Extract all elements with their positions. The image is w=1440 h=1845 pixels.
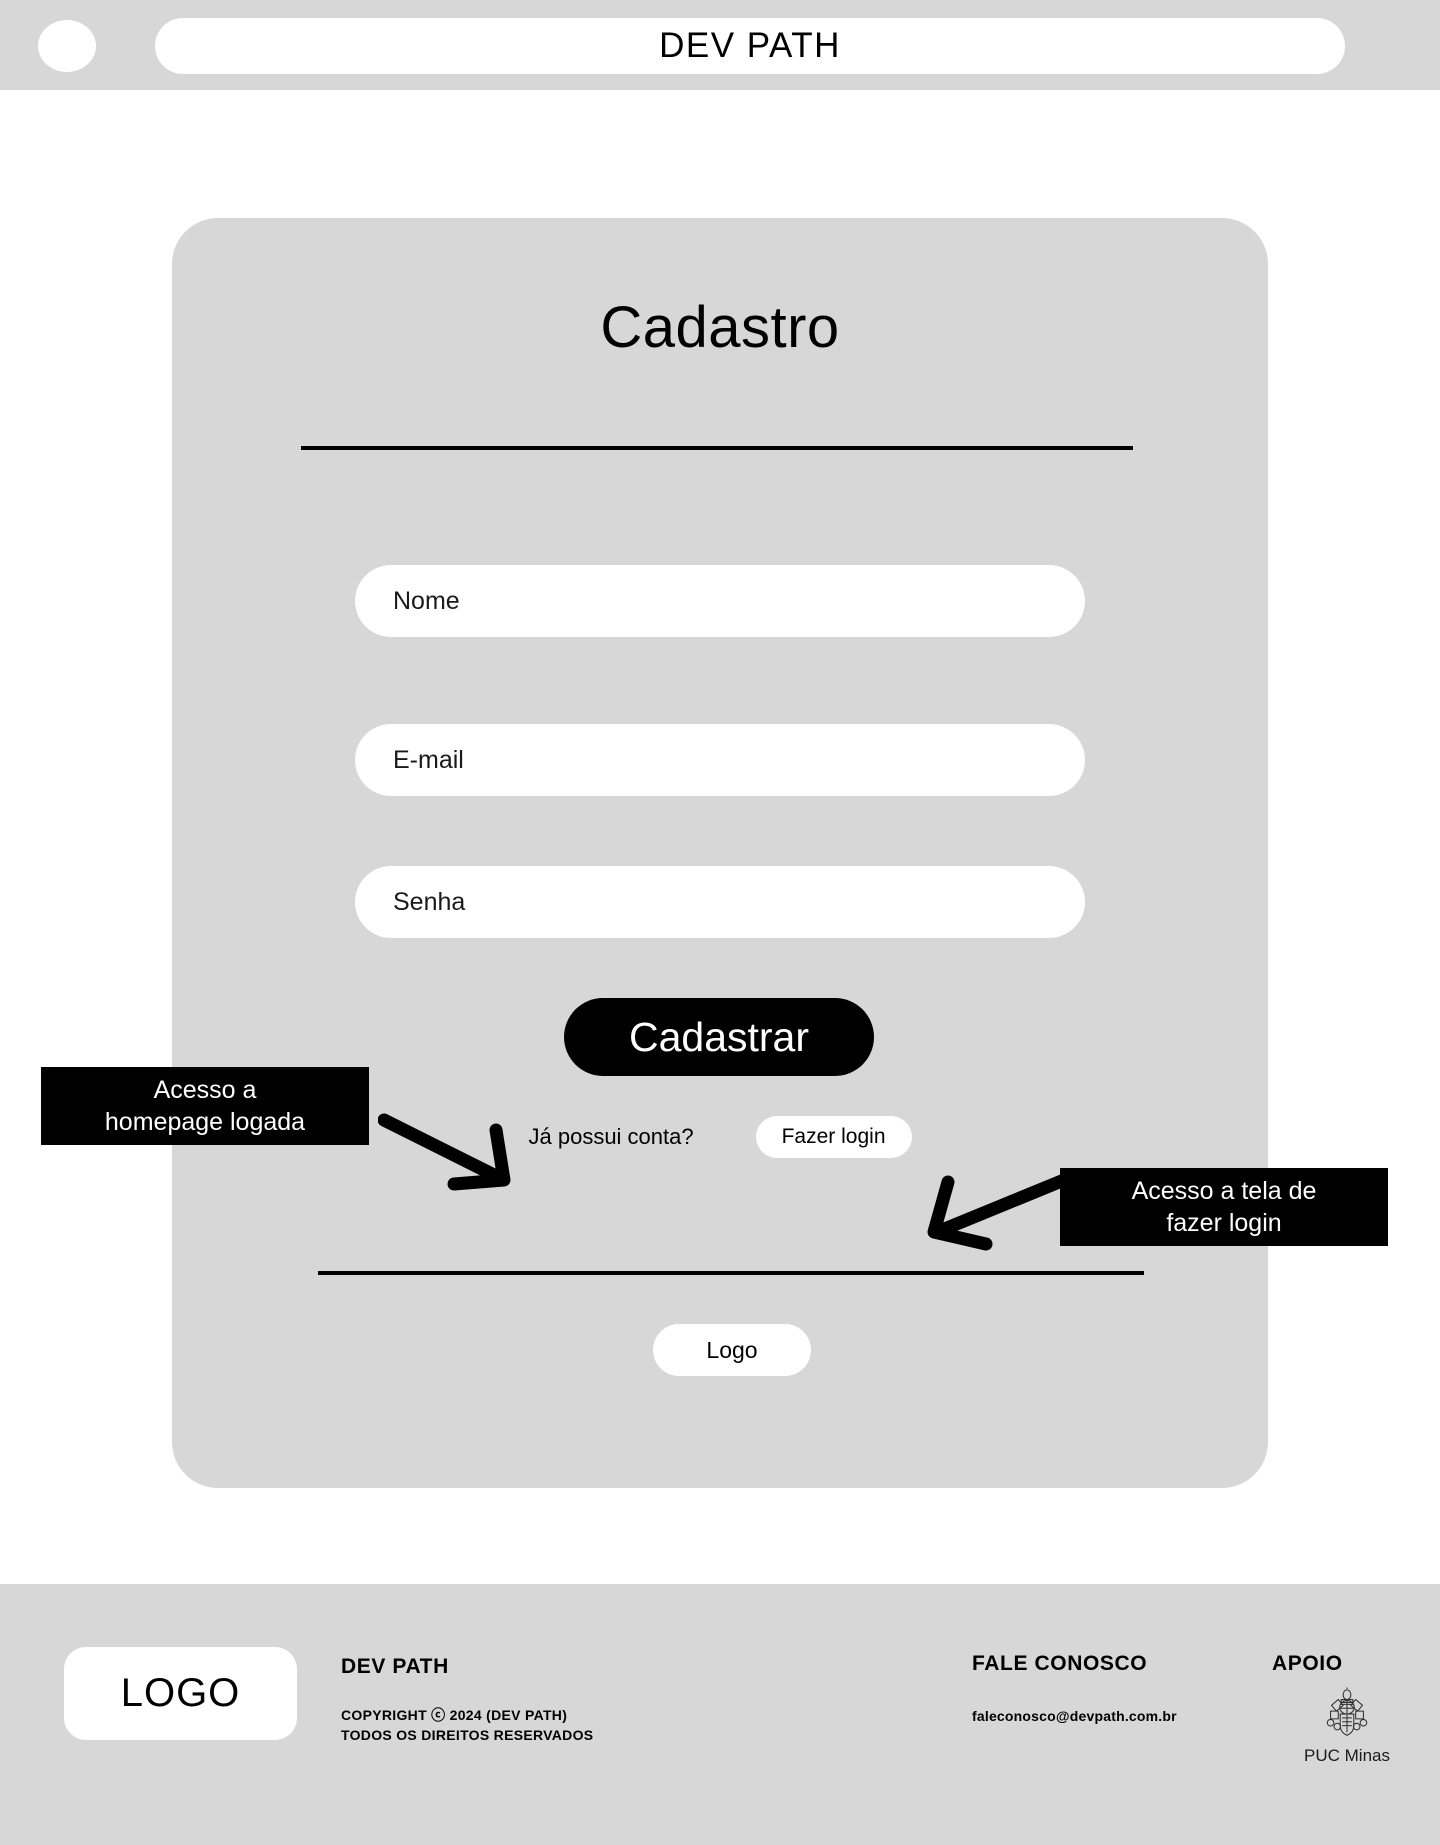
footer-copyright-line-1: COPYRIGHT ⓒ 2024 (DEV PATH) — [341, 1707, 568, 1723]
login-prompt-text: Já possui conta? — [528, 1124, 694, 1149]
app-title: DEV PATH — [659, 26, 841, 65]
email-field-label: E-mail — [393, 745, 464, 774]
footer-brand-block: DEV PATH COPYRIGHT ⓒ 2024 (DEV PATH) TOD… — [341, 1655, 761, 1746]
footer-contact-title: FALE CONOSCO — [972, 1652, 1148, 1675]
puc-minas-crest-icon — [1326, 1687, 1368, 1736]
footer-contact-block: FALE CONOSCO faleconosco@devpath.com.br — [972, 1652, 1262, 1724]
top-header-bar: DEV PATH — [0, 0, 1440, 90]
page-footer: LOGO DEV PATH COPYRIGHT ⓒ 2024 (DEV PATH… — [0, 1584, 1440, 1845]
name-field[interactable]: Nome — [355, 565, 1085, 637]
password-field[interactable]: Senha — [355, 866, 1085, 938]
footer-support-block: APOIO — [1272, 1652, 1422, 1766]
footer-copyright-line-2: TODOS OS DIREITOS RESERVADOS — [341, 1727, 594, 1744]
page-title: Cadastro — [600, 295, 840, 360]
password-field-label: Senha — [393, 887, 466, 916]
register-submit-button[interactable]: Cadastrar — [564, 998, 874, 1076]
divider-top — [301, 446, 1133, 450]
footer-support-name: PUC Minas — [1304, 1746, 1390, 1765]
footer-contact-email[interactable]: faleconosco@devpath.com.br — [972, 1708, 1177, 1724]
arrow-down-right-icon — [378, 1113, 511, 1191]
login-prompt-row: Já possui conta? Fazer login — [172, 1116, 1268, 1158]
card-logo-pill[interactable]: Logo — [653, 1324, 811, 1376]
main-content: Cadastro Nome E-mail Senha Cadastrar Já … — [0, 90, 1440, 1584]
footer-support-title: APOIO — [1272, 1652, 1343, 1675]
footer-brand-title: DEV PATH — [341, 1655, 449, 1678]
footer-logo[interactable]: LOGO — [64, 1647, 297, 1740]
go-to-login-button[interactable]: Fazer login — [755, 1116, 912, 1158]
arrow-down-left-icon — [927, 1174, 1070, 1251]
user-avatar-circle-icon[interactable] — [38, 20, 96, 72]
footer-logo-label: LOGO — [120, 1671, 241, 1715]
email-field[interactable]: E-mail — [355, 724, 1085, 796]
registration-card: Cadastro Nome E-mail Senha Cadastrar Já … — [172, 218, 1268, 1488]
register-submit-button-label: Cadastrar — [628, 1013, 809, 1060]
header-title-pill[interactable]: DEV PATH — [155, 18, 1345, 74]
card-logo-label: Logo — [706, 1336, 758, 1363]
name-field-label: Nome — [393, 586, 460, 615]
divider-bottom — [318, 1271, 1144, 1275]
